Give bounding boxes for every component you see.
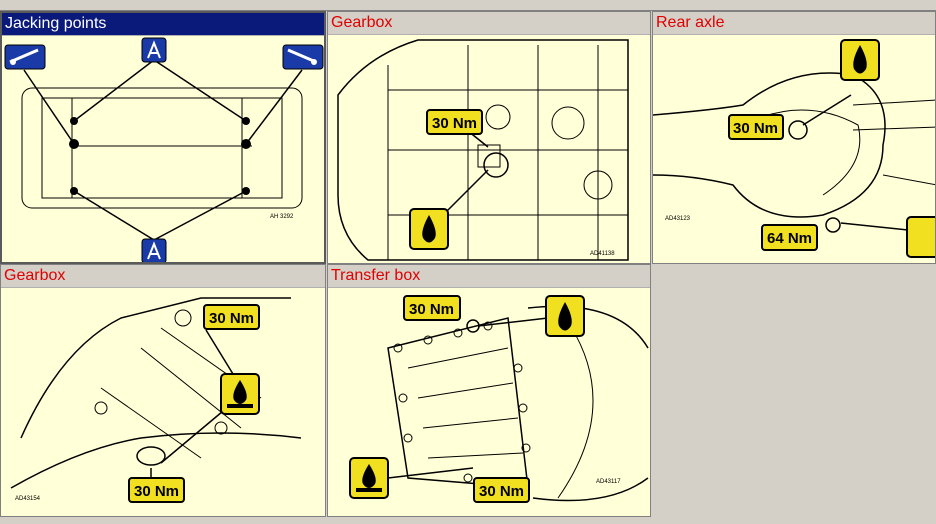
panel-title: Gearbox bbox=[328, 12, 650, 35]
figure-reference: AD43117 bbox=[596, 479, 621, 485]
torque-callout: 30 Nm bbox=[128, 477, 185, 503]
lift-arm-icon bbox=[141, 37, 167, 63]
panel-jacking-points[interactable]: Jacking points bbox=[0, 11, 326, 264]
top-toolbar-strip bbox=[0, 0, 936, 11]
panel-title: Gearbox bbox=[1, 265, 325, 288]
empty-area bbox=[652, 264, 936, 517]
oil-drop-icon bbox=[545, 295, 585, 337]
torque-callout: 30 Nm bbox=[403, 295, 461, 321]
panel-title: Jacking points bbox=[2, 13, 324, 36]
oil-fill-icon bbox=[220, 373, 260, 415]
gearbox-lower-diagram: 30 Nm 30 Nm AD43154 bbox=[10, 297, 302, 503]
panel-transfer-box[interactable]: Transfer box 30 Nm 30 bbox=[327, 264, 651, 517]
jacking-points-diagram: AΗ 3292 bbox=[4, 37, 324, 262]
svg-text:30 Nm: 30 Nm bbox=[209, 310, 254, 327]
panel-title: Rear axle bbox=[653, 12, 935, 35]
figure-reference: AD41138 bbox=[590, 251, 615, 257]
torque-callout: 64 Nm bbox=[761, 224, 818, 251]
oil-drop-icon bbox=[409, 208, 449, 250]
panel-title: Transfer box bbox=[328, 265, 650, 288]
torque-callout: 30 Nm bbox=[203, 304, 260, 330]
jack-icon bbox=[282, 44, 324, 70]
panel-gearbox-1[interactable]: Gearbox 30 Nm AD41138 bbox=[327, 11, 651, 264]
figure-reference: AD43123 bbox=[665, 216, 691, 222]
lift-arm-icon bbox=[141, 238, 167, 262]
svg-text:30 Nm: 30 Nm bbox=[409, 301, 454, 318]
torque-callout: 30 Nm bbox=[728, 114, 784, 140]
svg-text:64 Nm: 64 Nm bbox=[767, 230, 812, 247]
transfer-box-diagram: 30 Nm 30 Nm AD43117 bbox=[349, 295, 649, 503]
jack-icon bbox=[4, 44, 46, 70]
oil-fill-icon bbox=[906, 216, 935, 258]
figure-reference: AD43154 bbox=[15, 496, 41, 502]
svg-text:30 Nm: 30 Nm bbox=[134, 483, 179, 500]
torque-callout: 30 Nm bbox=[426, 109, 483, 135]
figure-reference: AΗ 3292 bbox=[270, 214, 294, 220]
svg-text:30 Nm: 30 Nm bbox=[733, 120, 778, 137]
bolt-row bbox=[393, 321, 531, 483]
rear-axle-diagram: 30 Nm 64 Nm AD43123 bbox=[653, 39, 935, 258]
oil-drop-icon bbox=[840, 39, 880, 81]
gearbox-diagram: 30 Nm AD41138 bbox=[337, 39, 629, 261]
oil-fill-icon bbox=[349, 457, 389, 499]
panel-rear-axle[interactable]: Rear axle 30 Nm 64 Nm AD43123 bbox=[652, 11, 936, 264]
torque-callout: 30 Nm bbox=[473, 477, 530, 503]
svg-text:30 Nm: 30 Nm bbox=[479, 483, 524, 500]
svg-text:30 Nm: 30 Nm bbox=[432, 115, 477, 132]
panel-gearbox-2[interactable]: Gearbox 30 Nm 30 Nm AD43154 bbox=[0, 264, 326, 517]
